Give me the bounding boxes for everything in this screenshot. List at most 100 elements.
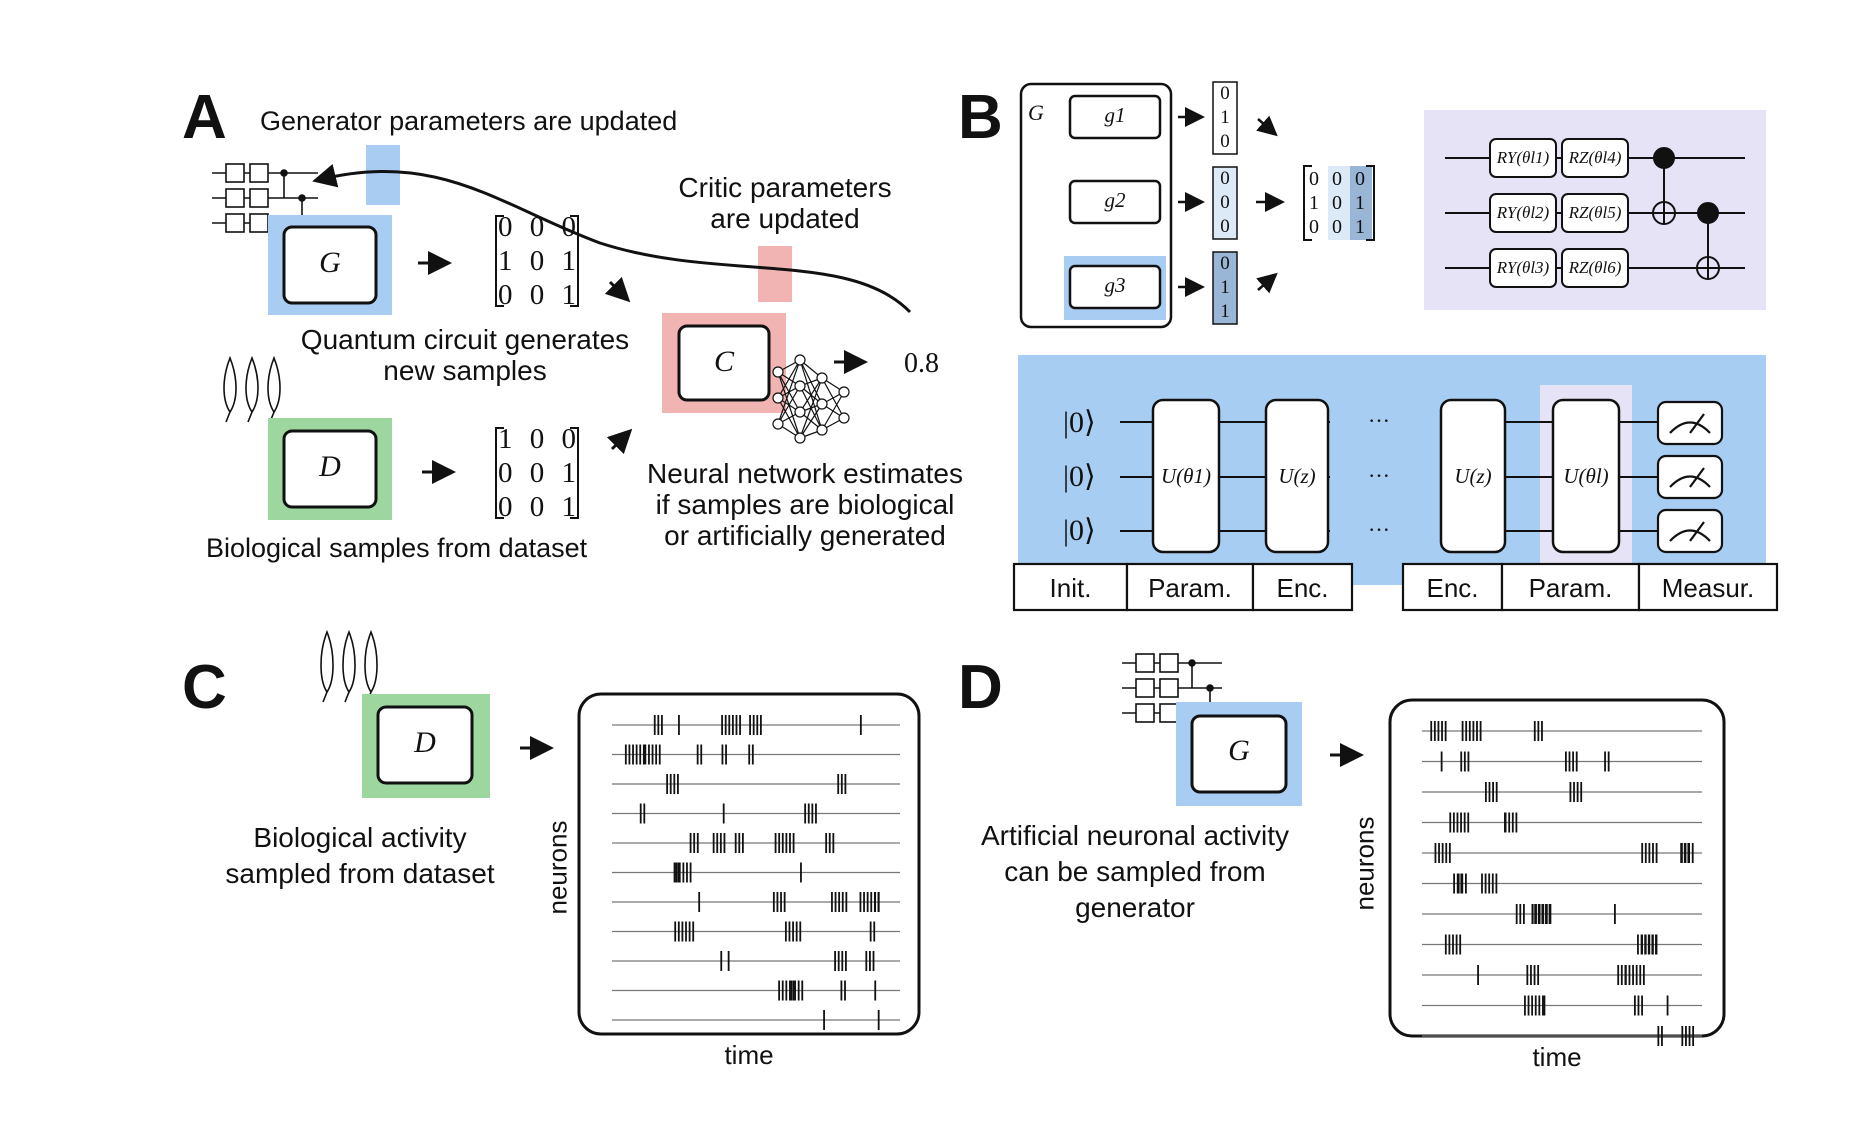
- sub-generator-g1-box: [1068, 94, 1162, 140]
- rz-gate-3: RZ(θl6): [1568, 258, 1622, 277]
- sub-output-1: 0 1 0: [1213, 82, 1237, 154]
- sub-generator-g2-label: g2: [1104, 188, 1126, 212]
- init-ket-3: |0⟩: [1063, 514, 1096, 547]
- stage-measure: Measur.: [1661, 573, 1755, 603]
- sub-output-1-row-2: 1: [1220, 107, 1230, 128]
- stage-param-2: Param.: [1528, 573, 1613, 603]
- combined-matrix: 0 0 0 1 0 1 0 0 1: [1306, 167, 1372, 239]
- nn-edge: [777, 385, 801, 425]
- combined-col-3: [1350, 166, 1372, 240]
- x-axis-label-d: time: [1532, 1042, 1582, 1072]
- sub-output-2-column: [1212, 166, 1238, 240]
- panel-d-letter: D: [958, 653, 1003, 722]
- raster-frame-d: [1388, 698, 1726, 1038]
- generator-caption-line-1: Quantum circuit generates: [300, 324, 630, 355]
- panel-c-letter: C: [182, 653, 227, 722]
- quantum-circuit-icon-a: [212, 163, 318, 233]
- generated-matrix-row-2: 1 0 1: [498, 245, 581, 277]
- nn-edge: [799, 377, 823, 413]
- critic-score: 0.8: [904, 348, 939, 379]
- sub-output-1-column: [1212, 81, 1238, 155]
- ellipsis-3: ···: [1368, 517, 1390, 542]
- generated-matrix-row-1: 0 0 0: [498, 211, 581, 243]
- ellipsis-1: ···: [1368, 408, 1390, 433]
- generator-label-a: G: [319, 246, 341, 279]
- combined-matrix-row-3: 0 0 1: [1309, 216, 1369, 238]
- panel-c-caption-line-2: sampled from dataset: [225, 858, 495, 889]
- sub-output-3-row-1: 0: [1220, 253, 1230, 274]
- critic-update-line-1: Critic parameters: [678, 172, 892, 203]
- nn-node: [816, 372, 828, 384]
- raster-plot-d: [1422, 721, 1702, 1046]
- update-feedback-curve: [312, 164, 912, 314]
- stage-enc-1: Enc.: [1276, 573, 1329, 603]
- critic-label: C: [713, 345, 734, 378]
- y-axis-label-c: neurons: [542, 820, 573, 915]
- neural-network-icon: [772, 354, 850, 444]
- nn-node: [816, 398, 828, 410]
- generated-matrix-brackets: [495, 215, 579, 307]
- generator-group-label: G: [1028, 100, 1044, 125]
- bio-matrix: 1 0 0 0 0 1 0 0 1: [498, 422, 578, 524]
- sub-output-3: 0 1 1: [1213, 252, 1237, 324]
- nn-edge: [777, 359, 801, 399]
- sub-generator-g3-label: g3: [1104, 273, 1126, 297]
- critic-caption: Neural network estimates if samples are …: [620, 458, 990, 551]
- nn-edge: [777, 359, 801, 425]
- generator-box-d: [1190, 714, 1288, 794]
- panel-d-caption-line-2: can be sampled from: [1004, 856, 1266, 887]
- ry-gate-2: RY(θl2): [1496, 203, 1550, 222]
- panel-d-caption-line-1: Artificial neuronal activity: [980, 820, 1290, 851]
- nn-node: [838, 386, 850, 398]
- bio-matrix-to-critic-arrow: [606, 428, 633, 455]
- ellipsis-2: ···: [1368, 463, 1390, 488]
- critic-box: [677, 324, 771, 402]
- critic-caption-line-1: Neural network estimates: [647, 458, 963, 489]
- sub-output-1-merge-arrow: [1256, 115, 1278, 137]
- critic-caption-line-2: if samples are biological: [655, 489, 955, 520]
- critic-update-text: Critic parameters are updated: [640, 172, 930, 234]
- sub-output-3-column: [1212, 251, 1238, 325]
- param-gate-2: U(θl): [1563, 464, 1609, 488]
- panel-c-caption-line-1: Biological activity: [253, 822, 467, 853]
- combined-col-2: [1328, 166, 1350, 240]
- ry-gate-3: RY(θl3): [1496, 258, 1550, 277]
- generator-update-text: Generator parameters are updated: [260, 106, 678, 136]
- combined-col-1: [1306, 166, 1328, 240]
- generator-label-d: G: [1228, 734, 1250, 767]
- init-ket-2: |0⟩: [1063, 460, 1096, 493]
- circuit-gate-boxes: [1151, 398, 1621, 554]
- bio-matrix-row-3: 0 0 1: [498, 491, 581, 523]
- cnot-gate-2: [1696, 202, 1720, 280]
- bio-matrix-brackets: [495, 427, 579, 519]
- sub-output-3-row-3: 1: [1220, 301, 1230, 322]
- sub-output-1-row-3: 0: [1220, 131, 1230, 152]
- circuit-block-bg: [1018, 355, 1766, 585]
- encode-gate-2: U(z): [1454, 464, 1492, 488]
- nn-node: [794, 406, 806, 418]
- panel-d-caption-line-3: generator: [1075, 892, 1195, 923]
- nn-edge: [821, 391, 845, 431]
- x-axis-label-c: time: [724, 1040, 774, 1070]
- combined-matrix-row-1: 0 0 0: [1309, 168, 1369, 190]
- bio-matrix-row-2: 0 0 1: [498, 457, 581, 489]
- panel-a-letter: A: [182, 83, 227, 152]
- sub-generator-g1-label: g1: [1104, 103, 1126, 127]
- stage-param-1: Param.: [1148, 573, 1232, 603]
- gen-matrix-to-critic-arrow: [604, 276, 631, 303]
- rz-gate-2: RZ(θl5): [1568, 203, 1622, 222]
- ry-gate-1: RY(θl1): [1496, 148, 1550, 167]
- y-axis-label-d: neurons: [1349, 816, 1380, 911]
- rotation-gate-boxes: [1489, 138, 1629, 288]
- generator-update-highlight: [366, 145, 400, 205]
- sub-output-3-merge-arrow: [1256, 272, 1278, 294]
- nn-node: [816, 424, 828, 436]
- generator-caption-line-2: new samples: [383, 355, 547, 386]
- panel-c-caption: Biological activity sampled from dataset: [190, 820, 530, 892]
- generator-box-a: [282, 225, 378, 305]
- sub-output-2-row-1: 0: [1220, 168, 1230, 189]
- encode-gate-1: U(z): [1278, 464, 1316, 488]
- nn-node: [838, 412, 850, 424]
